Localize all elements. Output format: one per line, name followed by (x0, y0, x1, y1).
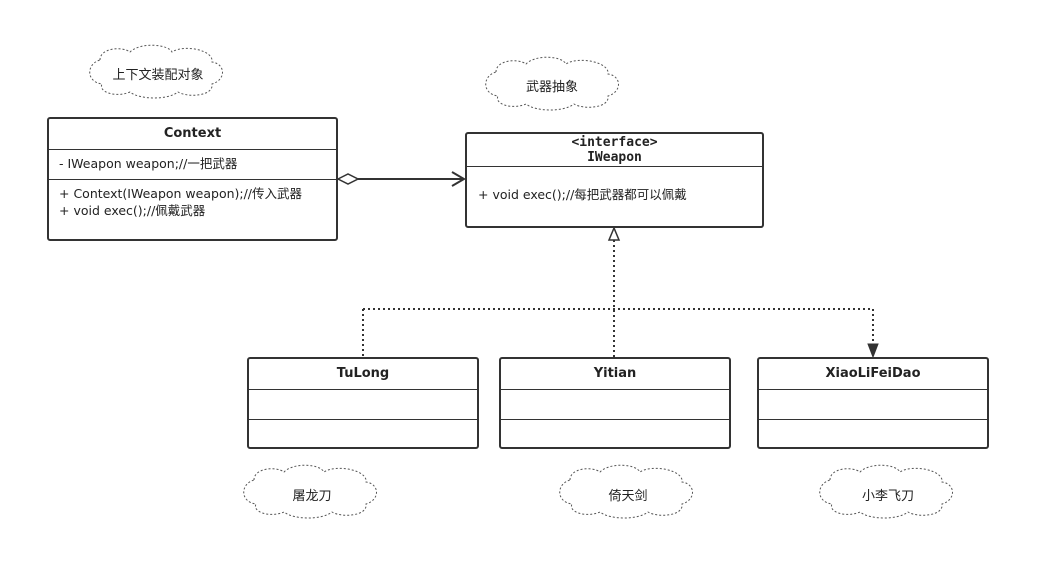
context-class-name: Context (49, 119, 336, 150)
cloud-shape-context (89, 44, 223, 99)
cloud-shape-yitian (559, 464, 693, 519)
context-attribute: - IWeapon weapon;//一把武器 (59, 156, 238, 171)
yitian-class[interactable]: Yitian (499, 357, 731, 449)
yitian-class-name: Yitian (501, 359, 729, 390)
cloud-shape-weapon (485, 56, 619, 111)
tulong-class[interactable]: TuLong (247, 357, 479, 449)
iweapon-operations: + void exec();//每把武器都可以佩戴 (467, 167, 762, 203)
realization-filled-arrowhead (867, 343, 879, 359)
xiaoli-class[interactable]: XiaoLiFeiDao (757, 357, 989, 449)
context-operation: + Context(IWeapon weapon);//传入武器 (59, 186, 303, 201)
iweapon-class-name: IWeapon (587, 150, 642, 165)
xiaoli-attributes (759, 390, 987, 420)
note-yitian-label: 倚天剑 (608, 489, 648, 504)
iweapon-header: <interface> IWeapon (467, 134, 762, 167)
note-context-label: 上下文装配对象 (112, 68, 204, 83)
navigability-arrowhead (451, 171, 466, 187)
context-operations: + Context(IWeapon weapon);//传入武器 + void … (49, 180, 336, 219)
note-weapon-label: 武器抽象 (525, 80, 578, 95)
iweapon-operation: + void exec();//每把武器都可以佩戴 (478, 187, 687, 202)
note-tulong-label: 屠龙刀 (292, 489, 332, 504)
cloud-shape-tulong (243, 464, 377, 519)
context-attributes: - IWeapon weapon;//一把武器 (49, 150, 336, 180)
aggregation-diamond (336, 173, 360, 185)
xiaoli-class-name: XiaoLiFeiDao (759, 359, 987, 390)
context-class[interactable]: Context - IWeapon weapon;//一把武器 + Contex… (47, 117, 338, 241)
aggregation-connector (336, 171, 466, 187)
context-operation: + void exec();//佩戴武器 (59, 203, 206, 218)
yitian-attributes (501, 390, 729, 420)
note-xiaoli-label: 小李飞刀 (861, 489, 914, 504)
tulong-class-name: TuLong (249, 359, 477, 390)
iweapon-stereotype: <interface> (571, 135, 658, 150)
realization-hollow-arrowhead (607, 226, 621, 241)
tulong-attributes (249, 390, 477, 420)
iweapon-interface[interactable]: <interface> IWeapon + void exec();//每把武器… (465, 132, 764, 228)
cloud-shape-xiaoli (819, 464, 953, 519)
realization-connector (362, 240, 874, 357)
